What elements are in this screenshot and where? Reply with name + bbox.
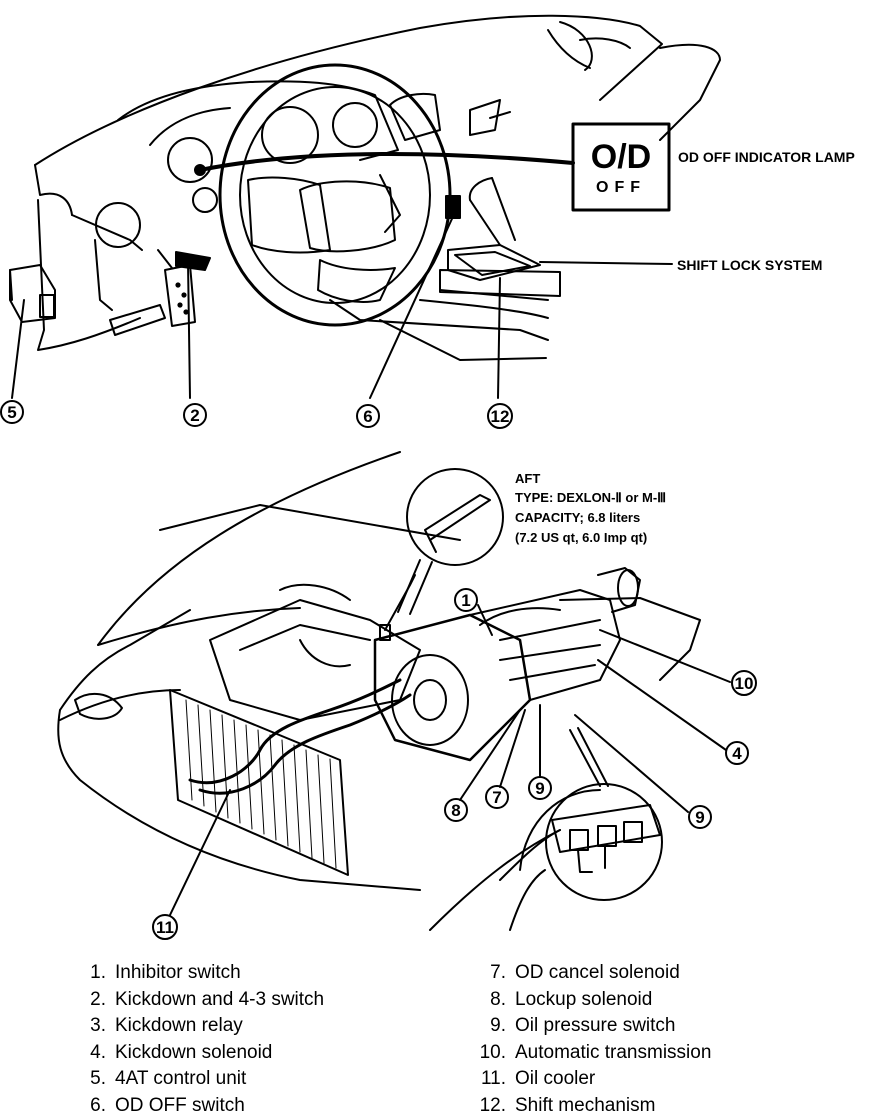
svg-text:9: 9 [695,808,704,827]
marker-12: 12 [487,403,513,429]
legend-item: 1. Inhibitor switch [62,960,324,987]
legend-item: 10. Automatic transmission [462,1040,712,1067]
legend-number: 8. [490,988,506,1010]
legend-label: OD OFF switch [115,1094,245,1116]
fluid-note: AFT TYPE: DEXLON-Ⅱ or M-Ⅲ CAPACITY; 6.8 … [515,471,666,545]
legend-label: Kickdown solenoid [115,1041,273,1063]
od-indicator-off-text: OFF [596,179,646,196]
svg-text:5: 5 [7,403,16,422]
od-indicator-symbol: O/D [591,138,651,176]
legend-item: 9. Oil pressure switch [462,1013,711,1040]
engine-bay-illustration [57,451,731,931]
svg-text:8: 8 [451,801,460,820]
legend-item: 7. OD cancel solenoid [462,960,711,987]
marker-2: 2 [183,403,207,427]
legend-right-column: 7. OD cancel solenoid 8. Lockup solenoid 9… [462,960,712,1120]
legend-item: 12. Shift mechanism [462,1093,711,1120]
marker-11: 11 [152,914,178,940]
marker-4: 4 [725,741,749,765]
marker-9-right: 9 [688,805,712,829]
svg-text:2: 2 [190,406,199,425]
legend-label: Automatic transmission [515,1041,712,1063]
marker-5: 5 [0,400,24,424]
marker-9-center: 9 [528,776,552,800]
legend-label: OD cancel solenoid [515,962,680,983]
legend-number: 10. [479,1041,506,1063]
svg-text:7: 7 [492,788,501,807]
svg-text:6: 6 [363,407,372,426]
legend-number: 1. [90,962,106,983]
od-off-lamp-label: OD OFF INDICATOR LAMP [678,149,855,165]
svg-text:11: 11 [156,918,174,937]
legend-left-column: 1. Inhibitor switch 2. Kickdown and 4-3 sw… [62,960,324,1120]
legend-item: 11. Oil cooler [462,1066,711,1093]
legend-number: 4. [90,1041,106,1063]
dashboard-illustration [9,14,721,399]
svg-text:4: 4 [732,744,742,763]
fluid-note-line-4: (7.2 US qt, 6.0 Imp qt) [515,530,647,545]
legend-number: 3. [90,1015,106,1037]
legend-item: 2. Kickdown and 4-3 switch [62,987,324,1014]
legend-label: Kickdown relay [115,1015,243,1037]
legend-number: 11. [480,1068,506,1090]
legend-number: 12. [479,1094,506,1116]
legend-label: Inhibitor switch [115,962,241,983]
legend-label: Oil pressure switch [515,1015,676,1037]
legend-label: Oil cooler [515,1068,596,1090]
legend-label: Shift mechanism [515,1094,656,1116]
marker-10: 10 [731,670,757,696]
legend-number: 7. [490,962,506,983]
marker-7: 7 [485,785,509,809]
legend-number: 6. [90,1094,106,1116]
legend-label: Lockup solenoid [515,988,653,1010]
shift-lock-label: SHIFT LOCK SYSTEM [677,257,822,273]
legend-number: 2. [90,988,106,1010]
legend-item: 6. OD OFF switch [62,1093,324,1120]
svg-text:12: 12 [491,407,510,426]
legend-number: 5. [90,1068,106,1090]
fluid-note-line-1: AFT [515,471,540,486]
legend-number: 9. [490,1015,506,1037]
legend-item: 8. Lockup solenoid [462,987,711,1014]
component-location-diagram: O/D OFF OD OFF INDICATOR LAMP SHIFT LOCK… [0,14,855,940]
legend-item: 3. Kickdown relay [62,1013,324,1040]
legend-label: Kickdown and 4-3 switch [115,988,325,1010]
legend-label: 4AT control unit [115,1068,247,1090]
fluid-note-line-3: CAPACITY; 6.8 liters [515,510,640,525]
marker-6: 6 [356,404,380,428]
svg-text:1: 1 [461,591,470,610]
marker-1: 1 [454,588,478,612]
legend-item: 5. 4AT control unit [62,1066,324,1093]
svg-text:10: 10 [735,674,754,693]
fluid-note-line-2: TYPE: DEXLON-Ⅱ or M-Ⅲ [515,490,666,505]
marker-8: 8 [444,798,468,822]
svg-text:9: 9 [535,779,544,798]
legend-item: 4. Kickdown solenoid [62,1040,324,1067]
